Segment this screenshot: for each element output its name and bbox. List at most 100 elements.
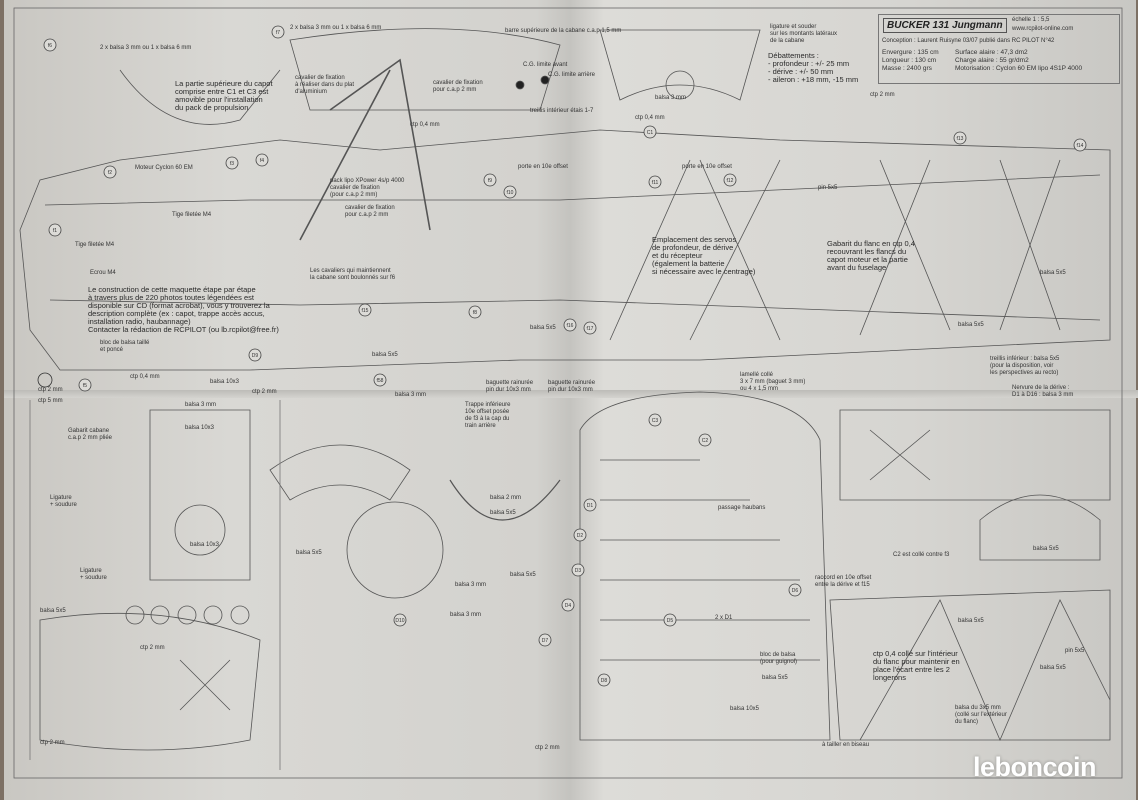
note-treillis: treillis inférieur : balsa 5x5 (pour la … (990, 356, 1060, 376)
spec-motor: Motorisation : Cyclon 60 EM lipo 4S1P 40… (955, 65, 1083, 72)
label: pack lipo XPower 4s/p 4000 cavalier de f… (330, 178, 405, 198)
label: ctp 0,4 mm (410, 122, 440, 128)
label: balsa 5x5 (296, 550, 322, 556)
label: balsa 3 mm (450, 612, 482, 618)
label: Ligature + soudure (80, 568, 107, 581)
part-marker-label: f6 (48, 43, 52, 49)
part-marker-label: D2 (577, 533, 584, 539)
part-marker: D1 (583, 498, 597, 512)
note-ctp-colle: ctp 0,4 collé sur l'intérieur du flanc p… (873, 649, 960, 682)
cabane-strut (299, 58, 431, 241)
curved-part (449, 479, 561, 521)
note-cavaliers: Les cavaliers qui maintiennent la cabane… (310, 268, 396, 281)
label: Gabarit cabane c.a.p 2 mm pliée (68, 428, 113, 441)
part-marker-label: f58 (377, 378, 384, 384)
spec-mass: Masse : 2400 grs (882, 65, 932, 72)
part-marker-label: C2 (702, 438, 709, 444)
cg-mark-rear (540, 75, 550, 85)
label: balsa 3 mm (395, 392, 427, 398)
tail-fuselage (829, 589, 1111, 741)
part-marker-label: f2 (108, 170, 112, 176)
longeron-top (44, 174, 1101, 206)
part-marker-label: D9 (252, 353, 259, 359)
part-marker: D3 (571, 563, 585, 577)
label: C.G. limite avant (523, 62, 568, 68)
part-marker-label: f3 (230, 161, 234, 167)
part-marker-label: D8 (601, 678, 608, 684)
label: Tige filetée M4 (75, 242, 115, 248)
former-hole (665, 70, 695, 100)
part-marker: f13 (953, 131, 967, 145)
label: lamellé collé 3 x 7 mm (baguet 3 mm) ou … (740, 372, 806, 392)
part-marker-label: D6 (792, 588, 799, 594)
part-marker: f6 (43, 38, 57, 52)
label: C2 est collé contre f3 (893, 552, 950, 558)
former-part (269, 444, 411, 501)
label: Trappe inférieure 10e offset posée de f3… (465, 402, 511, 429)
label: ctp 0,4 mm (130, 374, 160, 380)
label: ctp 0,4 mm (635, 115, 665, 121)
note-construction: Le construction de cette maquette étape … (88, 285, 279, 334)
label: balsa 5x5 (490, 510, 516, 516)
part-marker: f12 (723, 173, 737, 187)
part-marker-label: D7 (542, 638, 549, 644)
spec-length: Longueur : 130 cm (882, 57, 937, 64)
part-marker-label: f15 (362, 308, 369, 314)
part-marker: D2 (573, 528, 587, 542)
label: balsa du 3x5 mm (collé sur l'extérieur d… (955, 705, 1007, 725)
label: balsa 10x3 (185, 425, 215, 431)
part-marker-label: f17 (587, 326, 594, 332)
part-marker-label: f11 (652, 180, 659, 186)
part-marker-label: f14 (1077, 143, 1084, 149)
part-marker-label: f8 (473, 310, 477, 316)
label: Moteur Cyclon 60 EM (135, 165, 193, 171)
label: baguette rainurée pin dur 10x3 mm (548, 380, 596, 393)
longeron-bottom (49, 299, 1101, 321)
label: Ecrou M4 (90, 270, 116, 276)
label: cavalier de fixation à réaliser dans du … (295, 75, 355, 95)
label: ctp 2 mm (870, 92, 895, 98)
label: 2 x balsa 3 mm ou 1 x balsa 6 mm (290, 25, 382, 31)
part-marker: C3 (648, 413, 662, 427)
label: bloc de balsa taillé et poncé (100, 340, 150, 353)
part-marker: f17 (583, 321, 597, 335)
spec-wing-area: Surface alaire : 47,3 dm2 (955, 49, 1028, 56)
bottom-plate (39, 612, 261, 751)
part-marker-label: f5 (83, 383, 87, 389)
label: Nervure de la dérive : D1 à D16 : balsa … (1012, 385, 1074, 398)
label: Tige filetée M4 (172, 212, 212, 218)
title-block (878, 14, 1120, 84)
label: porte en 10e offset (682, 164, 732, 170)
part-marker-label: f1 (53, 228, 57, 234)
note-gabarit-flanc: Gabarit du flanc en ctp 0,4 recouvrant l… (827, 239, 915, 272)
label: balsa 5x5 (372, 352, 398, 358)
plan-sheet (4, 0, 1136, 800)
part-marker: f4 (255, 153, 269, 167)
label: balsa 5x5 (1033, 546, 1059, 552)
part-marker-label: f7 (276, 30, 280, 36)
part-marker-label: f10 (507, 190, 514, 196)
fuselage-outline (19, 129, 1111, 371)
wheel-part (346, 501, 444, 599)
label: treillis intérieur étais 1-7 (530, 108, 594, 114)
label: balsa 5x5 (958, 322, 984, 328)
part-marker: D10 (393, 613, 407, 627)
label: ligature et souder sur les montants laté… (770, 24, 838, 44)
label: balsa 5x5 (40, 608, 66, 614)
part-marker-label: f16 (567, 323, 574, 329)
part-marker-label: D4 (565, 603, 572, 609)
part-marker-label: f12 (727, 178, 734, 184)
part-marker-label: D1 (587, 503, 594, 509)
label: C.G. limite arrière (548, 72, 596, 78)
tail-former (979, 494, 1101, 561)
part-marker: f9 (483, 173, 497, 187)
label: cavalier de fixation pour c.a.p 2 mm (345, 205, 395, 218)
part-marker: f7 (271, 25, 285, 39)
part-marker-label: D10 (395, 618, 404, 624)
part-marker: f58 (373, 373, 387, 387)
label: balsa 5x5 (1040, 270, 1066, 276)
label: balsa 5x5 (510, 572, 536, 578)
website: www.rcpilot-online.com (1012, 26, 1074, 32)
label: 2 x D1 (715, 615, 733, 621)
